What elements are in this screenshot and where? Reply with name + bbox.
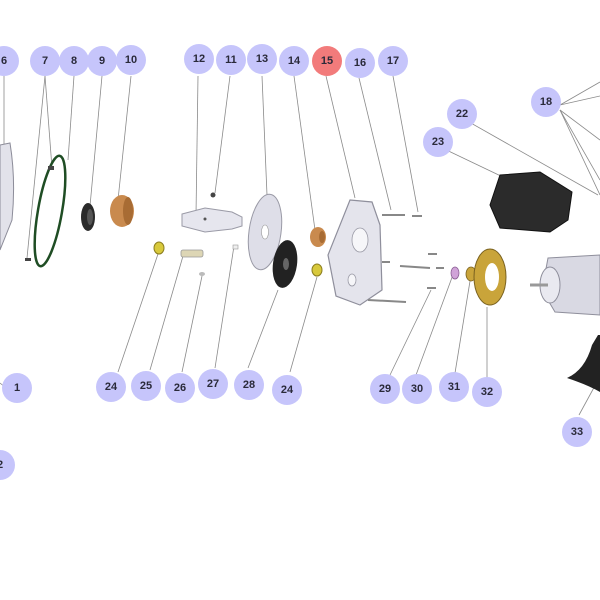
part-nut-24a	[153, 241, 165, 255]
callout-32[interactable]: 32	[472, 377, 502, 407]
callout-9[interactable]: 9	[87, 46, 117, 76]
callout-28[interactable]: 28	[234, 370, 264, 400]
part-gasket-8	[25, 154, 67, 268]
part-pin-27	[232, 244, 239, 250]
part-cover-15	[327, 199, 383, 306]
callout-24-right[interactable]: 24	[272, 375, 302, 405]
callout-13[interactable]: 13	[247, 44, 277, 74]
part-washer-26	[199, 272, 205, 276]
part-seal-9	[81, 203, 95, 231]
part-screw-11	[210, 192, 216, 198]
callout-22[interactable]: 22	[447, 99, 477, 129]
callout-33[interactable]: 33	[562, 417, 592, 447]
callout-8[interactable]: 8	[59, 46, 89, 76]
part-cover-23	[489, 171, 573, 233]
callout-1[interactable]: 1	[2, 373, 32, 403]
part-nut-24b	[311, 263, 323, 277]
part-bracket-33	[567, 335, 600, 392]
part-seal-28	[272, 240, 298, 288]
callout-7[interactable]: 7	[30, 46, 60, 76]
callout-12[interactable]: 12	[184, 44, 214, 74]
callout-31[interactable]: 31	[439, 372, 469, 402]
callout-10[interactable]: 10	[116, 45, 146, 75]
part-pin-25	[180, 249, 204, 258]
callout-27[interactable]: 27	[198, 369, 228, 399]
part-motor	[530, 254, 600, 316]
part-bushing-14	[310, 227, 326, 247]
callout-26[interactable]: 26	[165, 373, 195, 403]
part-bolts-16-17	[367, 214, 444, 303]
callout-25[interactable]: 25	[131, 371, 161, 401]
part-disc-13	[247, 193, 283, 271]
callout-15[interactable]: 15	[312, 46, 342, 76]
callout-17[interactable]: 17	[378, 46, 408, 76]
callout-18[interactable]: 18	[531, 87, 561, 117]
callout-11[interactable]: 11	[216, 45, 246, 75]
callout-6[interactable]: 6	[0, 46, 19, 76]
part-housing-6	[0, 142, 15, 251]
part-shaft-12	[181, 207, 243, 233]
callout-30[interactable]: 30	[402, 374, 432, 404]
part-washer-30	[450, 266, 460, 280]
leader-lines	[0, 75, 600, 416]
callout-23[interactable]: 23	[423, 127, 453, 157]
callout-2[interactable]: 2	[0, 450, 15, 480]
part-bushing-10	[110, 195, 134, 227]
callout-29[interactable]: 29	[370, 374, 400, 404]
callout-14[interactable]: 14	[279, 46, 309, 76]
part-flange-32	[473, 248, 507, 306]
callout-24-left[interactable]: 24	[96, 372, 126, 402]
callout-16[interactable]: 16	[345, 48, 375, 78]
